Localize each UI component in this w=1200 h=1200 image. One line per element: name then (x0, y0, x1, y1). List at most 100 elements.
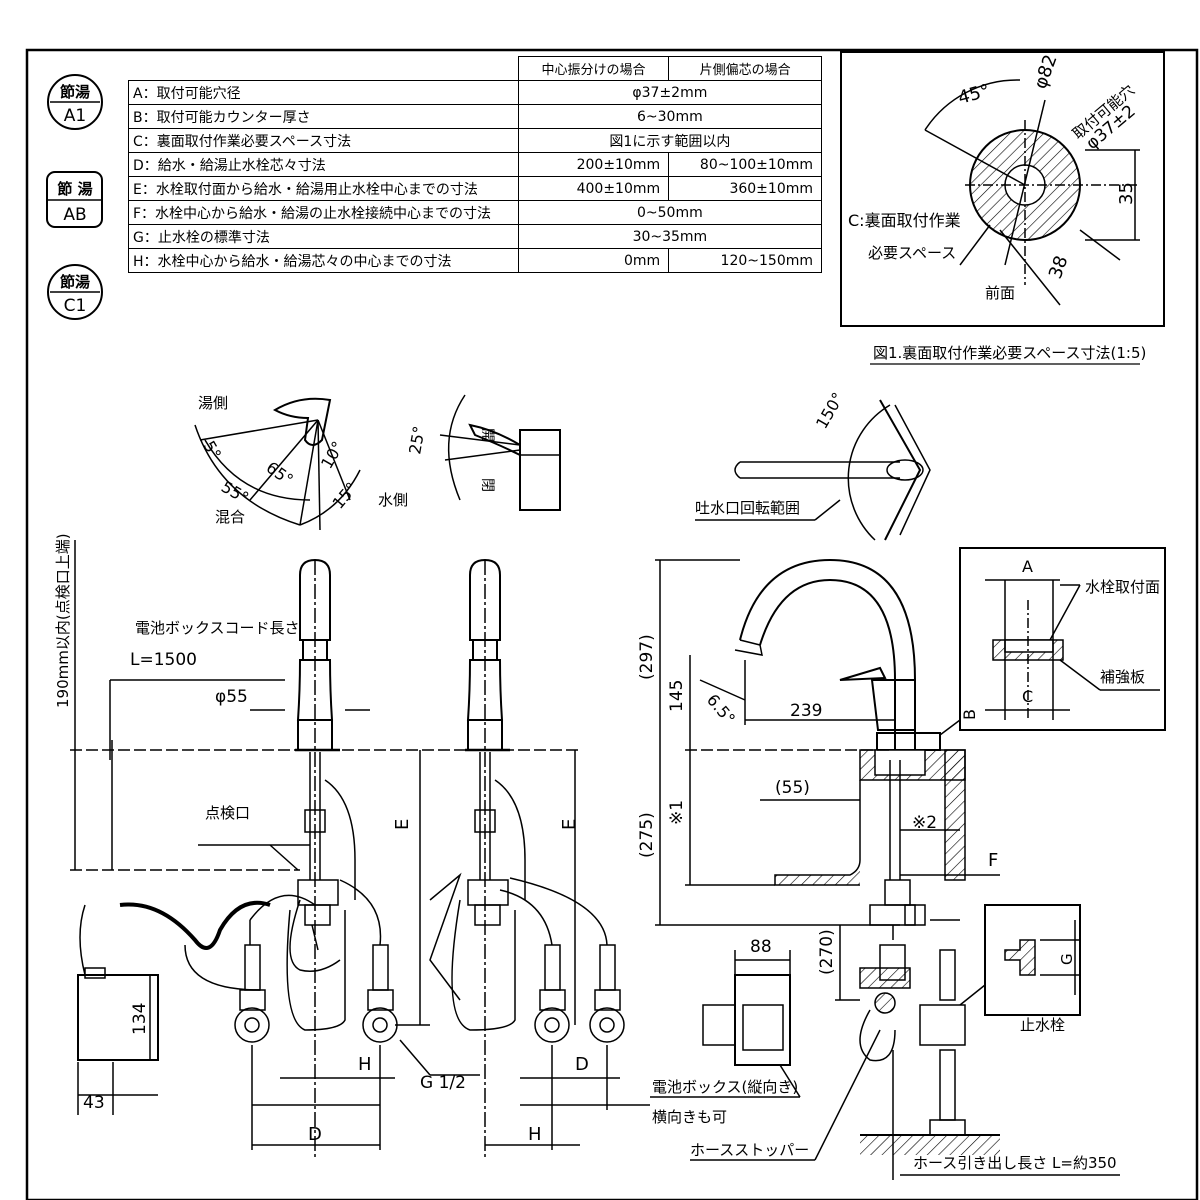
spec-value: 6~30mm (517, 104, 823, 129)
fig1-front-label: 前面 (985, 284, 1015, 302)
battery-box-label: 電池ボックス(縦向き) (652, 1078, 798, 1096)
tilt-angle-25: 25° (405, 424, 429, 455)
diameter-55: φ55 (215, 687, 248, 707)
badge-ab-bottom: AB (63, 205, 86, 225)
front-vertical-note: 190mm以内(点検口上端) (54, 533, 72, 708)
lever-angle-15: 15° (329, 479, 362, 513)
dim-h-offset: H (528, 1124, 542, 1145)
front-view-center (70, 540, 580, 1160)
spec-value: 図1に示す範囲以内 (517, 128, 823, 153)
fig1-c-label-2: 必要スペース (868, 244, 956, 262)
tilt-open: 開 (479, 428, 495, 442)
spec-label: D：給水・給湯止水栓芯々寸法 (128, 152, 519, 177)
fig1-outer-diameter: φ82 (1030, 52, 1062, 92)
spec-header-row: 中心振分けの場合 片側偏芯の場合 (129, 56, 822, 81)
tilt-close: 閉 (479, 478, 495, 492)
dim-h-center: H (358, 1054, 372, 1075)
spout-rotation-label: 吐水口回転範囲 (695, 499, 800, 517)
cord-length-value: L=1500 (130, 650, 197, 670)
battery-box-note: 横向きも可 (652, 1108, 727, 1126)
note-star2: ※2 (912, 813, 937, 833)
spec-label: H：水栓中心から給水・給湯芯々の中心までの寸法 (128, 248, 519, 273)
lever-tilt-diagram: 25° 開 閉 (405, 394, 561, 511)
fig1-angle-45: 45° (956, 80, 992, 109)
dim-275: (275) (637, 812, 657, 858)
lever-cold-side: 水側 (378, 491, 408, 509)
hose-stopper-label: ホースストッパー (690, 1141, 809, 1159)
dim-d-offset: D (575, 1054, 589, 1075)
front-view-labels: 190mm以内(点検口上端) 電池ボックスコード長さ L=1500 φ55 点検… (54, 533, 466, 1145)
spec-label: F：水栓中心から給水・給湯の止水栓接続中心までの寸法 (128, 200, 519, 225)
badge-c1: 節湯 C1 (47, 264, 103, 320)
dim-43: 43 (83, 1093, 105, 1113)
side-view (650, 547, 1166, 1180)
inspection-port-label: 点検口 (205, 804, 250, 822)
spec-value: 400±10mm (517, 176, 670, 201)
g12-label: G 1/2 (420, 1073, 466, 1093)
dim-134: 134 (130, 1003, 150, 1035)
spec-label: C：裏面取付作業必要スペース寸法 (128, 128, 519, 153)
dim-f: F (988, 850, 998, 871)
detail-mount-face: 水栓取付面 (1085, 578, 1160, 596)
angle-6-5: 6.5° (703, 690, 739, 728)
badge-c1-bottom: C1 (64, 296, 87, 316)
dim-145: 145 (667, 680, 687, 712)
dim-g: G (1058, 953, 1076, 965)
detail-dim-c: C (1022, 687, 1033, 706)
spec-value: 80~100±10mm (668, 152, 822, 177)
detail-dim-a: A (1022, 557, 1033, 576)
side-view-labels: (297) 145 6.5° 239 B (275) ※1 (55) ※2 F … (637, 557, 1160, 1172)
dim-e-offset: E (559, 819, 580, 830)
dim-270: (270) (817, 929, 837, 975)
dim-88: 88 (750, 937, 772, 957)
badge-ab: 節 湯 AB (46, 171, 103, 228)
spec-header-center: 中心振分けの場合 (517, 56, 670, 81)
lever-angle-65: 65° (263, 458, 297, 490)
lever-hot-side: 湯側 (198, 394, 228, 412)
dim-b: B (960, 709, 979, 720)
badge-c1-top: 節湯 (60, 273, 90, 291)
hose-length-label: ホース引き出し長さ L=約350 (913, 1154, 1117, 1172)
front-offset-labels: E D H (528, 819, 589, 1145)
drawing-frame (25, 48, 1199, 1200)
spec-value: 360±10mm (668, 176, 822, 201)
dim-d-center: D (308, 1124, 322, 1145)
dim-55-side: (55) (775, 778, 810, 798)
dim-239: 239 (790, 701, 822, 721)
fig1-c-label-1: C:裏面取付作業 (848, 211, 961, 230)
lever-mix: 混合 (215, 508, 245, 526)
fig1-dim-35: 35 (1116, 182, 1137, 205)
lever-angle-5: 5° (200, 438, 226, 463)
dim-297: (297) (637, 634, 657, 680)
fig1-caption: 図1.裏面取付作業必要スペース寸法(1:5) (873, 344, 1146, 362)
detail-reinforce: 補強板 (1100, 668, 1145, 686)
badge-a1: 節湯 A1 (47, 74, 103, 130)
lever-angle-10: 10° (317, 438, 348, 472)
spec-row-c: C：裏面取付作業必要スペース寸法図1に示す範囲以内 (128, 128, 823, 153)
spec-value: 120~150mm (668, 248, 822, 273)
stop-valve-label: 止水栓 (1020, 1016, 1065, 1034)
spec-value: φ37±2mm (517, 80, 823, 105)
badge-a1-top: 節湯 (60, 83, 90, 101)
spec-label: E：水栓取付面から給水・給湯用止水栓中心までの寸法 (128, 176, 519, 201)
spec-label: G：止水栓の標準寸法 (128, 224, 519, 249)
spec-value: 200±10mm (517, 152, 670, 177)
lever-angle-55: 55° (218, 477, 252, 508)
lever-angle-diagram: 湯側 5° 65° 55° 10° 15° 水側 混合 (194, 394, 408, 531)
dim-e-center: E (392, 819, 413, 830)
badge-ab-top: 節 湯 (57, 180, 92, 198)
spout-rotation-diagram: 150° 吐水口回転範囲 (695, 389, 931, 541)
cord-length-label: 電池ボックスコード長さ (135, 619, 300, 637)
front-view-offset (429, 558, 650, 1160)
spec-value: 0mm (517, 248, 670, 273)
spec-header-offset: 片側偏芯の場合 (668, 56, 822, 81)
fig1-workspace-diagram: 45° φ82 取付可能穴 φ37±2 35 38 C:裏面取付作業 必要スペー… (840, 51, 1165, 327)
